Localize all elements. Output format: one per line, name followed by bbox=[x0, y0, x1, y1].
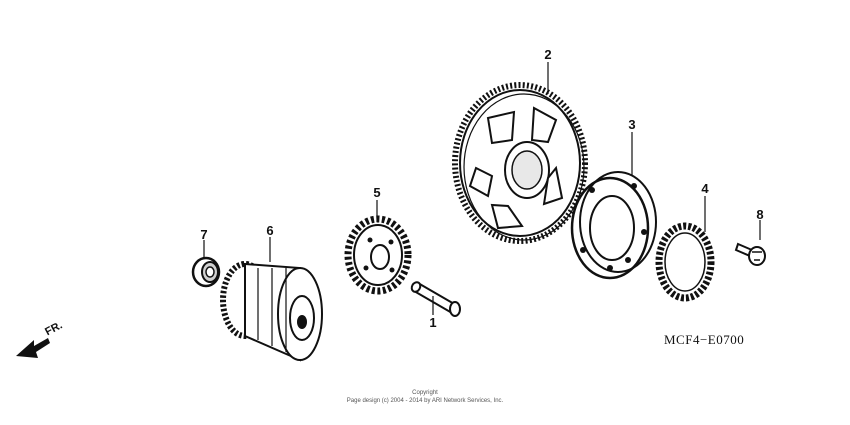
callout-6: 6 bbox=[266, 223, 274, 238]
part-6-gear-assembly[interactable] bbox=[220, 261, 323, 362]
part-2-starter-driven-gear[interactable] bbox=[452, 82, 588, 244]
callout-4: 4 bbox=[701, 181, 709, 196]
leader-lines bbox=[203, 62, 761, 315]
part-5-idle-gear[interactable] bbox=[344, 215, 412, 295]
part-1-shaft[interactable] bbox=[410, 281, 461, 317]
diagram-code: MCF4−E0700 bbox=[664, 332, 745, 347]
part-4-starter-clutch[interactable] bbox=[655, 222, 715, 302]
front-arrow-icon bbox=[16, 338, 50, 358]
callout-2: 2 bbox=[544, 47, 552, 62]
callout-7: 7 bbox=[200, 227, 208, 242]
part-8-bolt[interactable] bbox=[734, 242, 766, 266]
copyright-line-1: Copyright bbox=[412, 390, 438, 396]
callout-1: 1 bbox=[429, 315, 437, 330]
copyright-line-2: Page design (c) 2004 - 2014 by ARI Netwo… bbox=[346, 398, 504, 404]
callout-5: 5 bbox=[373, 185, 381, 200]
callout-8: 8 bbox=[756, 207, 764, 222]
part-3-clutch-outer[interactable] bbox=[570, 171, 657, 280]
callout-3: 3 bbox=[628, 117, 636, 132]
part-7-bearing[interactable] bbox=[191, 256, 221, 288]
